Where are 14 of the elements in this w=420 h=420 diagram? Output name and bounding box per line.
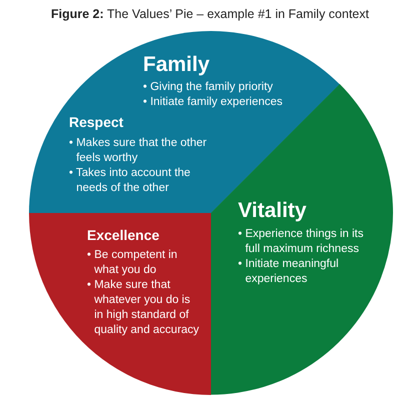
- pie-sector: [29, 213, 211, 395]
- bullet-item: • Initiate family experiences: [143, 95, 284, 110]
- section-heading: Family: [143, 52, 210, 78]
- bullet-item: • Giving the family priority: [143, 80, 274, 96]
- bullet-item: • Make sure that whatever you do is in high standard of quality and accuracy: [87, 278, 200, 338]
- section-heading: Vitality: [238, 198, 306, 224]
- bullet-item: • Experience things in its full maximum richness: [238, 227, 364, 258]
- figure-title: Figure 2: The Values’ Pie – example #1 in Family context: [51, 6, 369, 22]
- bullet-item: • Initiate meaningful experiences: [238, 257, 340, 288]
- bullet-item: • Makes sure that the other feels worthy: [69, 136, 208, 166]
- section-heading: Excellence: [87, 227, 160, 244]
- section-heading: Respect: [69, 114, 124, 131]
- bullet-item: • Takes into account the needs of the other: [69, 166, 192, 196]
- bullet-item: • Be competent in what you do: [87, 248, 178, 278]
